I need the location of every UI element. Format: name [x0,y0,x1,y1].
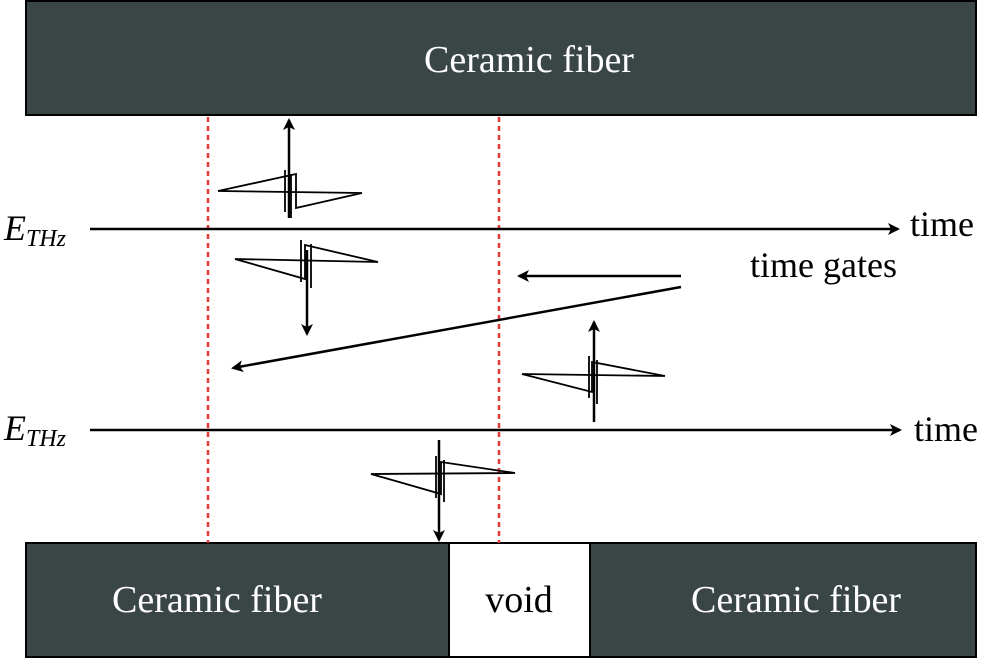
bottom-right-fiber-block [589,542,977,658]
void-block [448,542,591,658]
svg-text:ETHz: ETHz [3,208,67,252]
void-label: void [485,579,553,621]
svg-text:ETHz: ETHz [3,408,67,452]
pulse-4 [370,456,516,502]
top-fiber-block [25,0,977,116]
lower-axis-label: ETHz [3,408,67,452]
pulse-1 [217,170,363,218]
lower-time-label: time [914,409,978,449]
bottom-right-fiber-label: Ceramic fiber [691,579,901,621]
bottom-left-fiber-label: Ceramic fiber [112,579,322,621]
pulse-2 [234,240,379,288]
upper-axis-label: ETHz [3,208,67,252]
bottom-left-fiber-block [25,542,450,658]
upper-time-label: time [910,204,974,244]
top-fiber-label: Ceramic fiber [424,39,634,81]
pulse-3 [521,356,666,404]
diagonal-gate-arrow [231,285,682,373]
time-gates-label: time gates [750,245,897,285]
